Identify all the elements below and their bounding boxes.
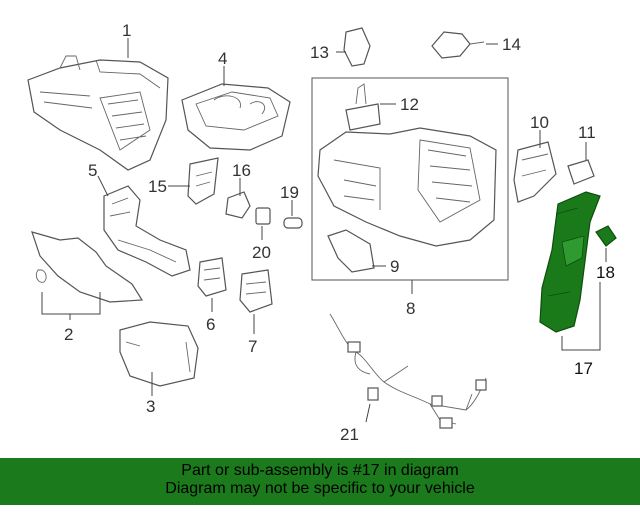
assembly-8-box (311, 77, 509, 281)
part-19-pin[interactable] (283, 217, 303, 229)
part-8-console-frame[interactable] (317, 127, 497, 247)
part-7-bracket[interactable] (239, 269, 273, 313)
callout-3: 3 (146, 397, 155, 416)
callout-13: 13 (310, 43, 329, 62)
info-banner: Part or sub-assembly is #17 in diagram D… (0, 458, 640, 505)
callout-5: 5 (88, 161, 97, 180)
part-11-clip[interactable] (567, 159, 595, 185)
part-17-trim-panel[interactable] (539, 191, 601, 333)
part-5-bracket-frame[interactable] (103, 185, 191, 277)
callout-16: 16 (232, 161, 251, 180)
banner-line-1: Part or sub-assembly is #17 in diagram (181, 462, 459, 479)
callout-10: 10 (530, 113, 549, 132)
part-10-bracket[interactable] (513, 141, 557, 203)
part-14-connector[interactable] (431, 31, 485, 59)
part-21-wiring-harness[interactable] (329, 313, 487, 429)
banner-line-2: Diagram may not be specific to your vehi… (165, 480, 475, 497)
part-16-clip[interactable] (225, 191, 251, 219)
part-9-bracket[interactable] (327, 229, 375, 273)
callout-19: 19 (280, 183, 299, 202)
part-6-switch-module[interactable] (197, 257, 227, 297)
callout-12: 12 (400, 95, 419, 114)
callout-15: 15 (148, 177, 167, 196)
part-4-cup-holder-tray[interactable] (181, 83, 291, 151)
part-2-side-panel[interactable] (31, 231, 144, 303)
callout-17: 17 (574, 359, 593, 378)
callout-7: 7 (248, 337, 257, 356)
part-15-trim-piece[interactable] (187, 157, 219, 205)
callout-14: 14 (502, 35, 521, 54)
part-20-clip[interactable] (255, 207, 271, 225)
callout-18: 18 (596, 263, 615, 282)
part-18-clip[interactable] (595, 225, 617, 247)
callout-1: 1 (122, 21, 131, 40)
part-1-console-top[interactable] (27, 55, 169, 171)
callout-6: 6 (206, 315, 215, 334)
callout-20: 20 (252, 243, 271, 262)
callout-21: 21 (340, 425, 359, 444)
part-3-lower-panel[interactable] (119, 321, 199, 387)
callout-4: 4 (218, 49, 227, 68)
callout-11: 11 (578, 123, 596, 142)
callout-2: 2 (64, 325, 73, 344)
callout-8: 8 (406, 299, 415, 318)
part-13-shift-knob[interactable] (343, 27, 371, 67)
part-12-shifter[interactable] (345, 83, 381, 131)
callout-9: 9 (390, 257, 399, 276)
